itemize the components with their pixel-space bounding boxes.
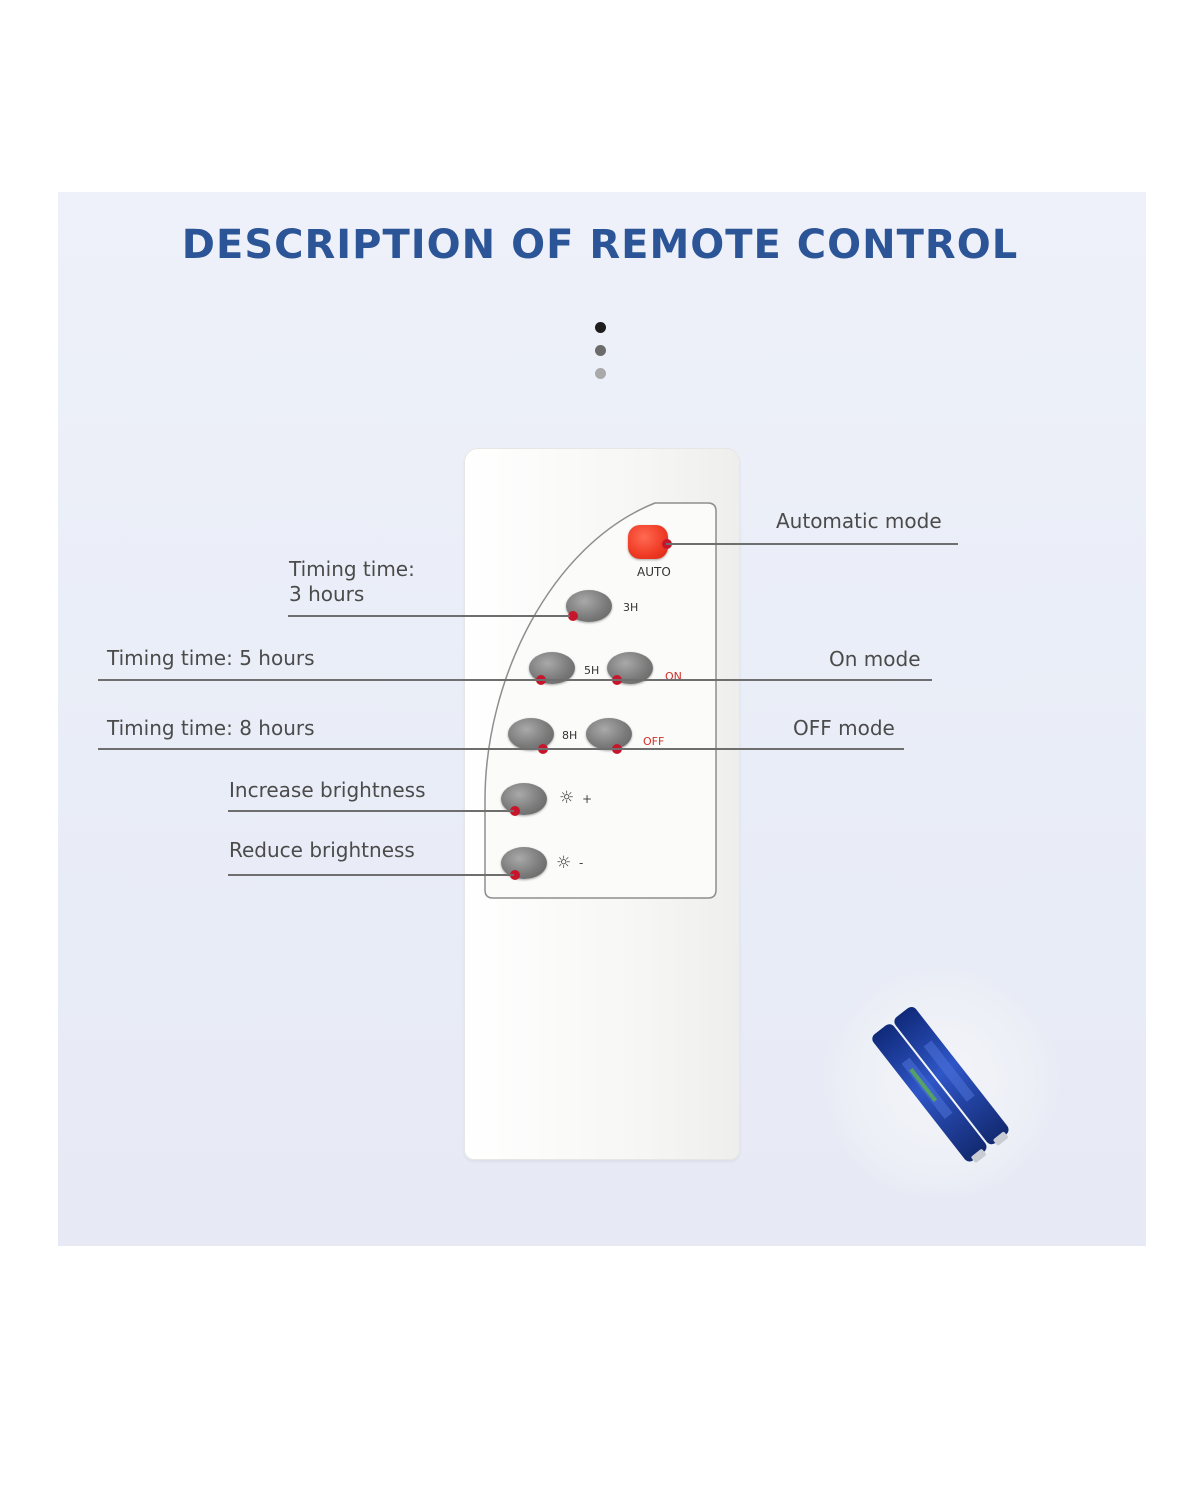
auto-button[interactable] [628,525,668,559]
annotation-increase-brightness: Increase brightness [229,778,426,802]
timer-8h-label: 8H [562,729,578,742]
leader-line-5h-on [98,679,932,681]
brightness-up-sign: + [582,792,593,806]
annotation-timing-5h: Timing time: 5 hours [107,646,315,670]
off-button[interactable] [586,718,632,750]
off-label: OFF [643,735,665,748]
pager-dot-active [595,322,606,333]
brightness-down-sign: - [579,856,584,870]
page-title: DESCRIPTION OF REMOTE CONTROL [181,222,1019,268]
sun-plus-icon: ☼ [559,788,575,808]
brightness-down-button[interactable] [501,847,547,879]
leader-line-3h [288,615,570,617]
aaa-batteries-icon [872,1006,1009,1163]
leader-line-8h-off [98,748,904,750]
sun-minus-icon: ☼ [556,853,572,873]
leader-line-brightness-down [228,874,514,876]
annotation-timing-3h-line2: 3 hours [289,582,365,606]
leader-line-brightness-up [228,810,514,812]
on-label: ON [665,670,682,683]
leader-line-auto [666,543,958,545]
annotation-timing-3h-line1: Timing time: [289,557,415,581]
pager-dot [595,345,606,356]
marker-dot [510,806,520,816]
annotation-off-mode: OFF mode [793,716,895,740]
annotation-reduce-brightness: Reduce brightness [229,838,415,862]
pager-dot [595,368,606,379]
auto-button-label: AUTO [637,565,671,579]
timer-3h-label: 3H [623,601,639,614]
annotation-on-mode: On mode [829,647,921,671]
annotation-automatic-mode: Automatic mode [776,509,942,533]
marker-dot [510,870,520,880]
marker-dot [568,611,578,621]
annotation-timing-8h: Timing time: 8 hours [107,716,315,740]
brightness-up-button[interactable] [501,783,547,815]
timer-5h-label: 5H [584,664,600,677]
